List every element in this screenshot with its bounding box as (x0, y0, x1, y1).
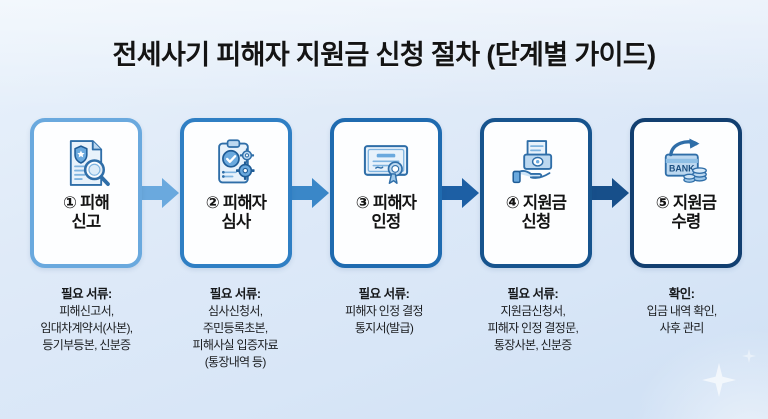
caption-1: 필요 서류: 피해신고서, 임대차계약서(사본), 등기부등본, 신분증 (12, 285, 161, 371)
step-label-5: ⑤ 지원금 수령 (655, 194, 717, 232)
process-flow: ① 피해 신고 (30, 118, 742, 268)
step-card-2[interactable]: ② 피해자 심사 (180, 118, 292, 268)
certificate-award-icon (363, 145, 409, 184)
caption-head-5: 확인: (668, 287, 695, 301)
document-magnifier-badge-icon (69, 140, 110, 186)
flow-arrow-3 (442, 118, 480, 268)
caption-body-3: 피해자 인정 결정 통지서(발급) (345, 304, 423, 336)
step-card-1[interactable]: ① 피해 신고 (30, 118, 142, 268)
bank-card-coins-arrow-icon: BANK (664, 138, 707, 183)
step-card-3[interactable]: ③ 피해자 인정 (330, 118, 442, 268)
caption-head-2: 필요 서류: (209, 287, 261, 301)
caption-body-2: 심사신청서, 주민등록초본, 피해사실 입증자료 (통장내역 등) (192, 304, 279, 370)
caption-head-1: 필요 서류: (61, 287, 112, 301)
step-card-5[interactable]: BANK ⑤ 지원금 수령 (630, 118, 742, 268)
step-label-1: ① 피해 신고 (62, 194, 110, 232)
caption-body-5: 입금 내역 확인, 사후 관리 (646, 304, 718, 336)
flow-arrow-2 (292, 118, 330, 268)
caption-head-3: 필요 서류: (358, 287, 410, 301)
caption-row: 필요 서류: 피해신고서, 임대차계약서(사본), 등기부등본, 신분증 필요 … (12, 285, 756, 371)
caption-5: 확인: 입금 내역 확인, 사후 관리 (607, 285, 756, 371)
flow-arrow-4 (592, 118, 630, 268)
step-label-3: ③ 피해자 인정 (355, 194, 417, 232)
caption-head-4: 필요 서류: (507, 287, 559, 301)
caption-4: 필요 서류: 지원금신청서, 피해자 인정 결정문, 통장사본, 신분증 (458, 285, 607, 371)
step-label-4: ④ 지원금 신청 (505, 194, 567, 232)
caption-2: 필요 서류: 심사신청서, 주민등록초본, 피해사실 입증자료 (통장내역 등) (161, 285, 310, 371)
caption-body-1: 피해신고서, 임대차계약서(사본), 등기부등본, 신분증 (40, 304, 133, 353)
svg-text:BANK: BANK (669, 163, 695, 173)
step-card-4[interactable]: ④ 지원금 신청 (480, 118, 592, 268)
clipboard-check-gears-icon (218, 139, 255, 184)
hand-holding-money-icon (512, 140, 553, 184)
caption-3: 필요 서류: 피해자 인정 결정 통지서(발급) (310, 285, 459, 371)
step-label-2: ② 피해자 심사 (205, 194, 267, 232)
page-title: 전세사기 피해자 지원금 신청 절차 (단계별 가이드) (112, 40, 657, 70)
caption-body-4: 지원금신청서, 피해자 인정 결정문, 통장사본, 신분증 (487, 304, 579, 353)
flow-arrow-1 (142, 118, 180, 268)
